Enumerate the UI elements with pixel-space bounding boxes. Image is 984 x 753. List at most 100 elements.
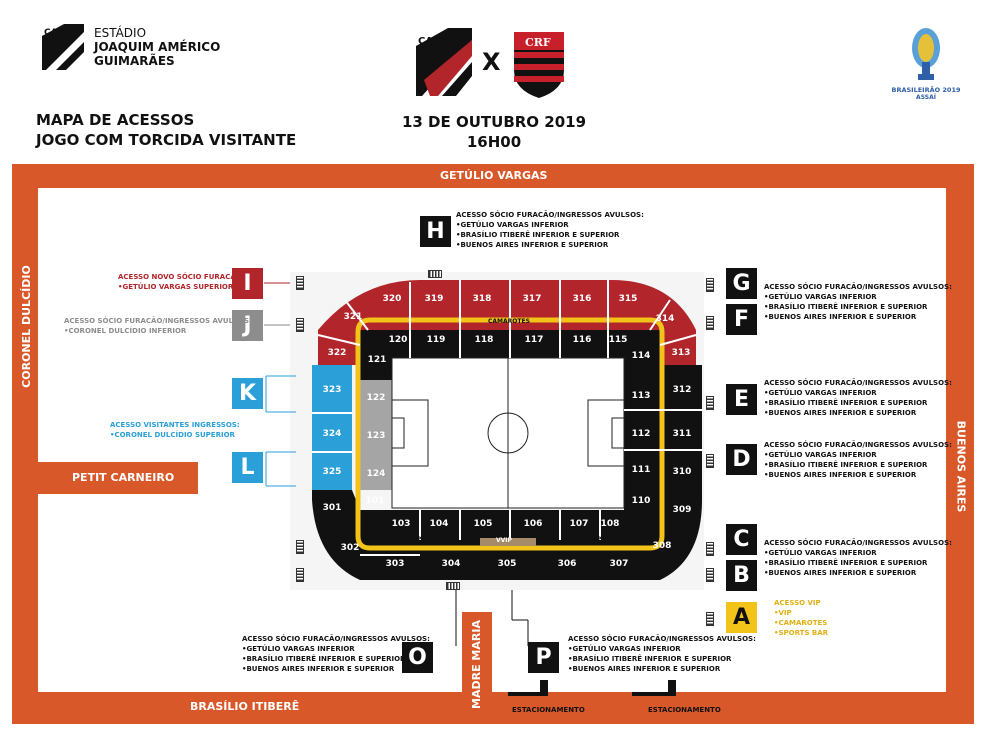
sector-304: 304 [441, 559, 461, 569]
gate-a[interactable]: A [726, 602, 757, 633]
info-gate-h: ACESSO SÓCIO FURACÃO/INGRESSOS AVULSOS: … [456, 210, 644, 250]
turnstile-d [706, 454, 714, 468]
sector-104: 104 [429, 519, 449, 529]
gate-j[interactable]: J [232, 310, 263, 341]
info-kl-1: •CORONEL DULCÍDIO SUPERIOR [110, 431, 235, 439]
sector-106: 106 [523, 519, 543, 529]
sector-315: 315 [618, 294, 638, 304]
gate-g[interactable]: G [726, 268, 757, 299]
sector-123: 123 [366, 431, 386, 441]
gate-l[interactable]: L [232, 452, 263, 483]
turnstile-h [428, 270, 442, 278]
sector-115: 115 [608, 335, 628, 345]
sector-117: 117 [524, 335, 544, 345]
info-gate-gf: ACESSO SÓCIO FURACÃO/INGRESSOS AVULSOS: … [764, 282, 952, 322]
sector-105: 105 [473, 519, 493, 529]
gate-k[interactable]: K [232, 378, 263, 409]
info-o-1: •GETÚLIO VARGAS INFERIOR [242, 645, 355, 653]
svg-text:CAP: CAP [44, 28, 65, 38]
info-i-1: •GETÚLIO VARGAS SUPERIOR [118, 283, 234, 291]
gate-e[interactable]: E [726, 384, 757, 415]
gate-p[interactable]: P [528, 642, 559, 673]
street-label-brasilio-itibere: BRASÍLIO ITIBERÊ [190, 700, 300, 713]
stadium-name-line1: ESTÁDIO [94, 26, 147, 40]
turnstile-j [296, 318, 304, 332]
info-gate-p: ACESSO SÓCIO FURACÃO/INGRESSOS AVULSOS: … [568, 634, 756, 674]
sector-317: 317 [522, 294, 542, 304]
svg-text:CRF: CRF [525, 36, 551, 49]
info-h-title: ACESSO SÓCIO FURACÃO/INGRESSOS AVULSOS: [456, 211, 644, 219]
vvip-label: VVIP [496, 537, 512, 544]
sector-323: 323 [322, 385, 342, 395]
match-time: 16H00 [466, 133, 522, 151]
turnstile-b [706, 568, 714, 582]
gate-f[interactable]: F [726, 304, 757, 335]
sector-318: 318 [472, 294, 492, 304]
match-datetime: 13 DE OUTUBRO 2019 16H00 [396, 112, 592, 152]
turnstile-i [296, 276, 304, 290]
league-logo-line2: ASSAÍ [916, 94, 936, 101]
road-madre-maria [462, 612, 492, 724]
map-title-line1: MAPA DE ACESSOS [36, 111, 195, 129]
sector-305: 305 [497, 559, 517, 569]
info-gf-title: ACESSO SÓCIO FURACÃO/INGRESSOS AVULSOS: [764, 283, 952, 291]
svg-text:CAP: CAP [418, 36, 440, 47]
info-gate-i: ACESSO NOVO SÓCIO FURACÃO: •GETÚLIO VARG… [118, 272, 245, 292]
info-j-1: •CORONEL DULCÍDIO INFERIOR [64, 327, 187, 335]
info-gate-kl: ACESSO VISITANTES INGRESSOS: •CORONEL DU… [110, 420, 240, 440]
info-cb-2: •BRASÍLIO ITIBERÊ INFERIOR E SUPERIOR [764, 559, 928, 567]
gate-o[interactable]: O [402, 642, 433, 673]
stadium-name: ESTÁDIO JOAQUIM AMÉRICO GUIMARÃES [94, 26, 220, 68]
info-gate-o: ACESSO SÓCIO FURACÃO/INGRESSOS AVULSOS: … [242, 634, 430, 674]
sector-314: 314 [655, 314, 675, 324]
info-gate-cb: ACESSO SÓCIO FURACÃO/INGRESSOS AVULSOS: … [764, 538, 952, 578]
turnstile-f [706, 316, 714, 330]
sector-302: 302 [340, 543, 360, 553]
road-brasilio-itibere [12, 692, 974, 724]
info-a-title: ACESSO VIP [774, 599, 821, 607]
gate-i[interactable]: I [232, 268, 263, 299]
info-a-1: •VIP [774, 609, 792, 617]
gate-c[interactable]: C [726, 524, 757, 555]
sector-308: 308 [652, 541, 672, 551]
sector-310: 310 [672, 467, 692, 477]
sector-107: 107 [569, 519, 589, 529]
sector-321: 321 [343, 312, 363, 322]
info-gate-d: ACESSO SÓCIO FURACÃO/INGRESSOS AVULSOS: … [764, 440, 952, 480]
vip-right-label: VIP [590, 536, 602, 543]
sector-111: 111 [631, 465, 651, 475]
turnstile-o [446, 582, 460, 590]
gate-b[interactable]: B [726, 560, 757, 591]
league-logo: BRASILEIRÃO 2019 ASSAÍ [886, 26, 966, 102]
info-h-1: •GETÚLIO VARGAS INFERIOR [456, 221, 569, 229]
info-kl-title: ACESSO VISITANTES INGRESSOS: [110, 421, 240, 429]
info-p-title: ACESSO SÓCIO FURACÃO/INGRESSOS AVULSOS: [568, 635, 756, 643]
league-logo-line1: BRASILEIRÃO 2019 [891, 86, 961, 94]
sector-113: 113 [631, 391, 651, 401]
parking-left-label: ESTACIONAMENTO [512, 706, 585, 714]
info-e-1: •GETÚLIO VARGAS INFERIOR [764, 389, 877, 397]
info-cb-3: •BUENOS AIRES INFERIOR E SUPERIOR [764, 569, 917, 577]
turnstile-left-2 [296, 568, 304, 582]
sector-307: 307 [609, 559, 629, 569]
home-team-crest: CAP [414, 26, 474, 98]
info-a-2: •CAMAROTES [774, 619, 828, 627]
sector-325: 325 [322, 467, 342, 477]
sector-103: 103 [391, 519, 411, 529]
sector-311: 311 [672, 429, 692, 439]
road-petit-carneiro [38, 462, 198, 494]
gate-h[interactable]: H [420, 216, 451, 247]
info-d-1: •GETÚLIO VARGAS INFERIOR [764, 451, 877, 459]
sector-312: 312 [672, 385, 692, 395]
info-gate-e: ACESSO SÓCIO FURACÃO/INGRESSOS AVULSOS: … [764, 378, 952, 418]
map-title: MAPA DE ACESSOS JOGO COM TORCIDA VISITAN… [36, 110, 296, 150]
vip-left-label: VIP [410, 536, 422, 543]
info-d-2: •BRASÍLIO ITIBERÊ INFERIOR E SUPERIOR [764, 461, 928, 469]
parking-right-label: ESTACIONAMENTO [648, 706, 721, 714]
turnstile-a [706, 612, 714, 626]
gate-d[interactable]: D [726, 444, 757, 475]
info-cb-title: ACESSO SÓCIO FURACÃO/INGRESSOS AVULSOS: [764, 539, 952, 547]
sector-319: 319 [424, 294, 444, 304]
